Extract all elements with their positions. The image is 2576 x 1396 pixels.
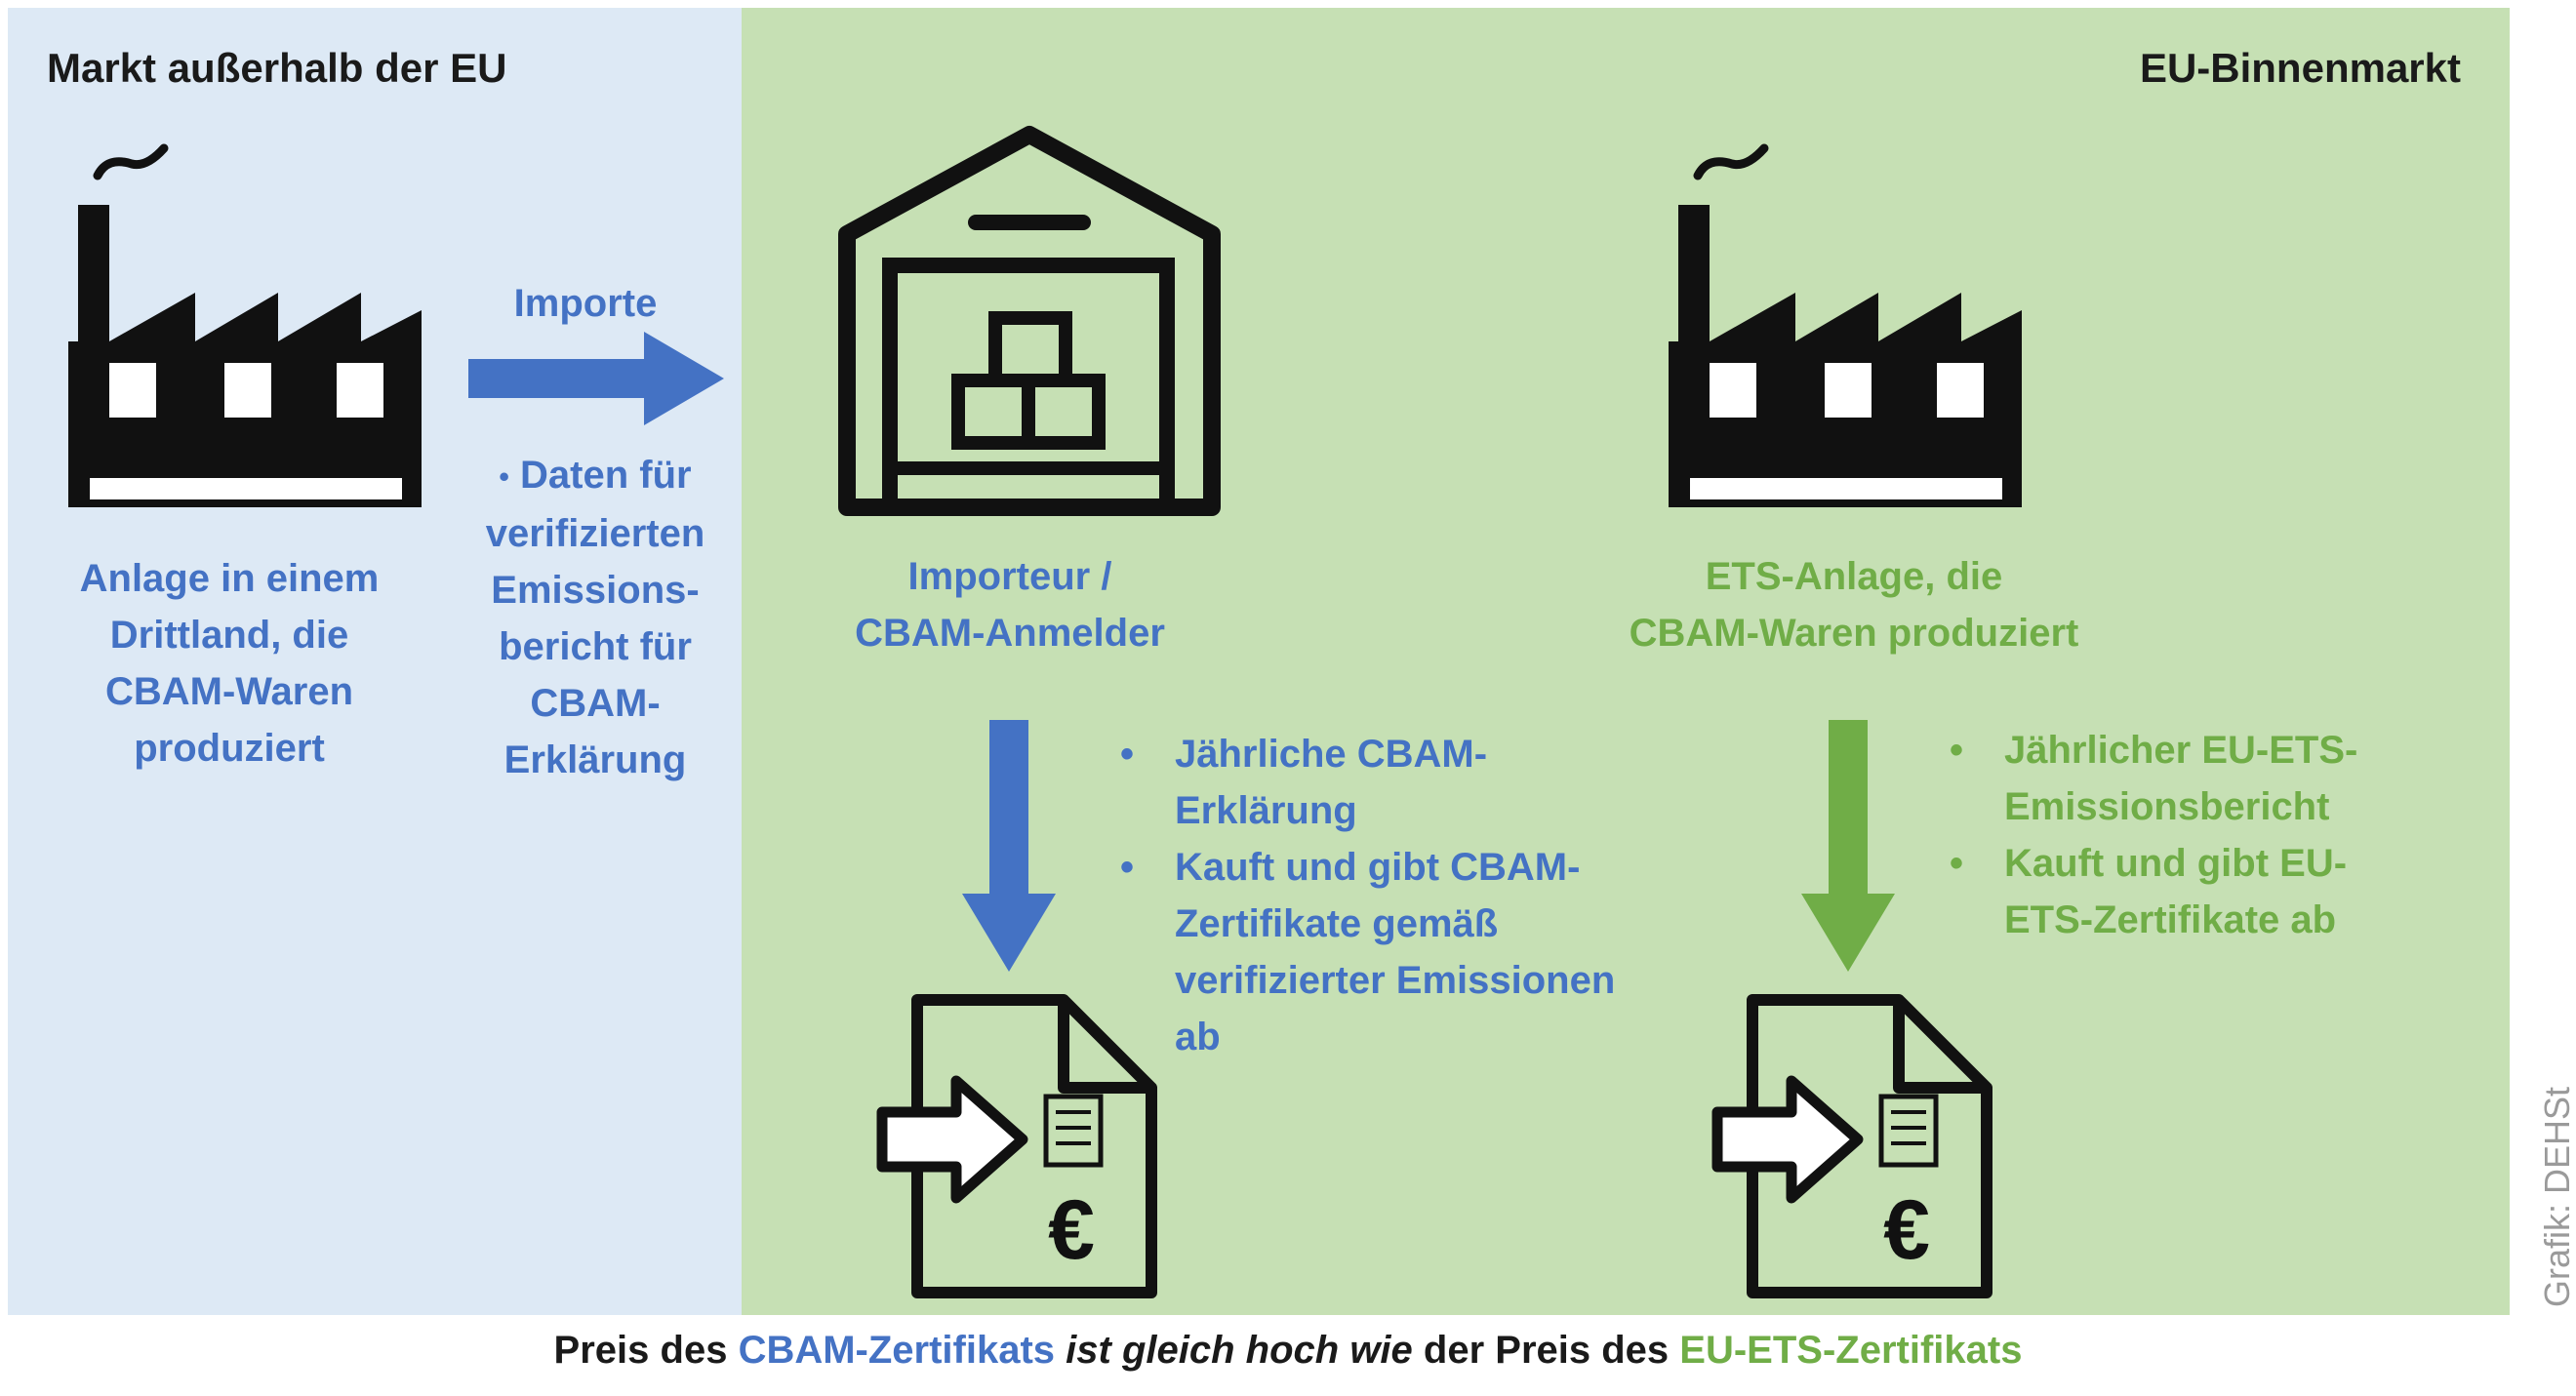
importer-duty-item: Kauft und gibt CBAM-Zertifikate gemäß ve… — [1112, 839, 1659, 1065]
factory-icon — [68, 143, 422, 507]
price-equivalence-statement: Preis des CBAM-Zertifikats ist gleich ho… — [553, 1329, 2023, 1372]
outside-eu-heading: Markt außerhalb der EU — [47, 45, 507, 91]
ets-duties-list: Jährlicher EU-ETS-Emissionsbericht Kauft… — [1942, 722, 2410, 948]
eu-market-heading: EU-Binnenmarkt — [2139, 45, 2461, 91]
outside-eu-region — [8, 8, 742, 1315]
euro-symbol: € — [1048, 1183, 1095, 1277]
third-country-plant-label: Anlage in einem Drittland, die CBAM-Ware… — [79, 557, 380, 770]
ets-duty-item: Kauft und gibt EU-ETS-Zertifikate ab — [1942, 835, 2410, 948]
importer-duty-item: Jährliche CBAM-Erklärung — [1112, 726, 1659, 839]
importer-label: Importeur / CBAM-Anmelder — [855, 555, 1165, 655]
importer-duties-list: Jährliche CBAM-Erklärung Kauft und gibt … — [1112, 726, 1659, 1065]
import-details: • Daten für verifizierten Emissions- ber… — [485, 454, 705, 782]
down-arrow-green — [1801, 720, 1895, 972]
certificate-document-icon: € — [1711, 994, 1992, 1298]
ets-plant-label: ETS-Anlage, die CBAM-Waren produziert — [1629, 555, 2079, 655]
warehouse-icon — [838, 126, 1221, 516]
import-arrow — [468, 332, 724, 425]
ets-duty-item: Jährlicher EU-ETS-Emissionsbericht — [1942, 722, 2410, 835]
certificate-document-icon: € — [876, 994, 1157, 1298]
image-credit: Grafik: DEHSt — [2537, 1086, 2576, 1307]
import-label: Importe — [513, 282, 658, 325]
factory-icon — [1669, 143, 2022, 507]
euro-symbol: € — [1883, 1183, 1930, 1277]
down-arrow-blue — [962, 720, 1056, 972]
